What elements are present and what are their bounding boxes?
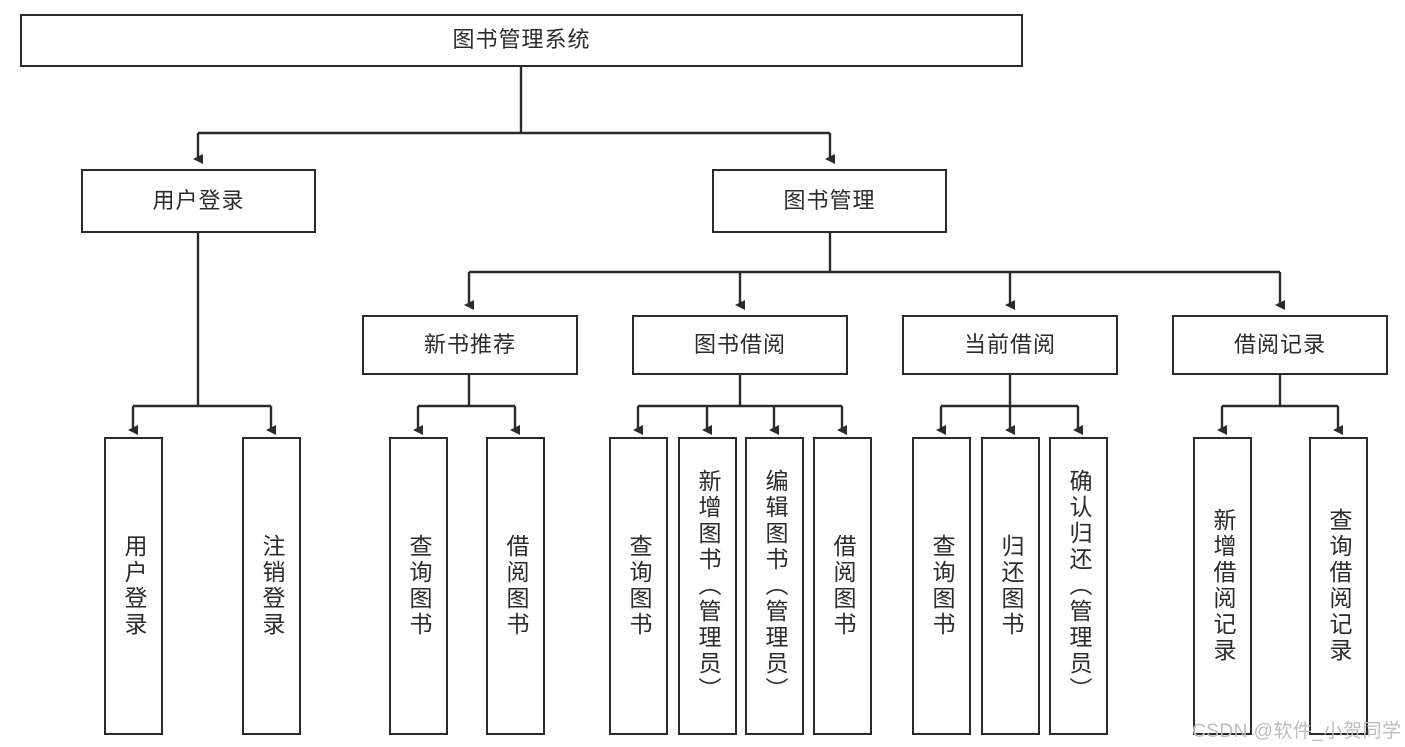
node-current-borrow[interactable]: 当前借阅 — [902, 315, 1118, 375]
leaf-confirm-return-admin[interactable]: 确认归还（管理员） — [1049, 437, 1108, 735]
node-label: 新增借阅记录 — [1210, 508, 1237, 664]
leaf-query-book-recommend[interactable]: 查询图书 — [389, 437, 448, 735]
node-label: 注销登录 — [259, 534, 286, 638]
node-book-borrow[interactable]: 图书借阅 — [632, 315, 848, 375]
leaf-add-book-admin[interactable]: 新增图书（管理员） — [678, 437, 737, 735]
node-root-book-management-system[interactable]: 图书管理系统 — [20, 14, 1023, 67]
node-label: 用户登录 — [121, 534, 148, 638]
node-label: 查询图书 — [626, 534, 653, 638]
node-user-login[interactable]: 用户登录 — [81, 169, 316, 233]
node-label: 确认归还（管理员） — [1066, 469, 1093, 703]
leaf-borrow-book-recommend[interactable]: 借阅图书 — [486, 437, 545, 735]
leaf-borrow-book[interactable]: 借阅图书 — [813, 437, 872, 735]
leaf-user-login[interactable]: 用户登录 — [104, 437, 163, 735]
node-label: 用户登录 — [152, 187, 245, 213]
node-label: 借阅图书 — [830, 534, 857, 638]
leaf-edit-book-admin[interactable]: 编辑图书（管理员） — [745, 437, 804, 735]
csdn-watermark: CSDN @软件_小贺同学 — [1192, 721, 1402, 742]
leaf-query-book-current[interactable]: 查询图书 — [912, 437, 971, 735]
node-borrow-record[interactable]: 借阅记录 — [1172, 315, 1388, 375]
leaf-logout-login[interactable]: 注销登录 — [242, 437, 301, 735]
node-label: 图书管理 — [783, 187, 876, 213]
node-label: 借阅图书 — [503, 534, 530, 638]
node-new-book-recommend[interactable]: 新书推荐 — [362, 315, 578, 375]
leaf-add-borrow-record[interactable]: 新增借阅记录 — [1193, 437, 1252, 735]
node-label: 图书管理系统 — [452, 27, 591, 53]
node-label: 查询图书 — [406, 534, 433, 638]
node-label: 新增图书（管理员） — [695, 469, 722, 703]
leaf-query-book-borrow[interactable]: 查询图书 — [609, 437, 668, 735]
node-book-management[interactable]: 图书管理 — [712, 169, 947, 233]
node-label: 查询借阅记录 — [1326, 508, 1353, 664]
node-label: 借阅记录 — [1233, 331, 1326, 357]
node-label: 当前借阅 — [963, 331, 1056, 357]
node-label: 查询图书 — [929, 534, 956, 638]
node-label: 编辑图书（管理员） — [762, 469, 789, 703]
leaf-return-book[interactable]: 归还图书 — [981, 437, 1040, 735]
leaf-query-borrow-record[interactable]: 查询借阅记录 — [1309, 437, 1368, 735]
node-label: 图书借阅 — [693, 331, 786, 357]
node-label: 新书推荐 — [423, 331, 516, 357]
node-label: 归还图书 — [998, 534, 1025, 638]
